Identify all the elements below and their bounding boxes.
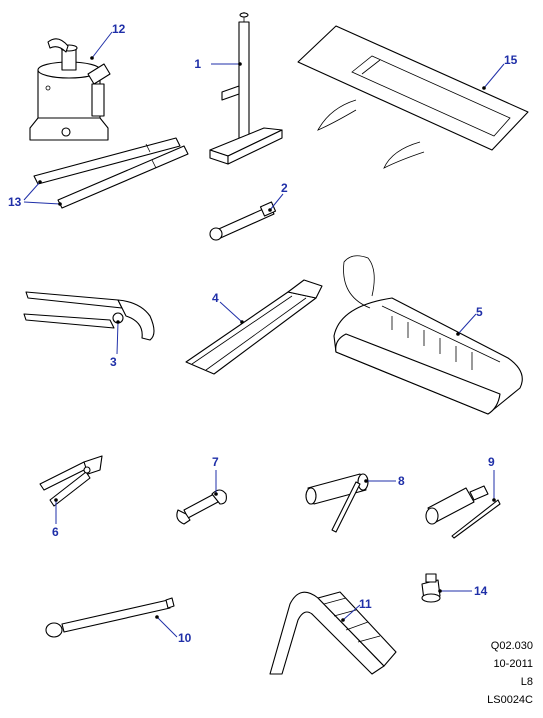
callout-labels: 1 2 3 4 5 6 7 8 9 10 11 12 13 14 15 [8, 22, 518, 645]
part-13-jack-handle [33, 137, 189, 209]
callout-2: 2 [281, 181, 288, 195]
callout-13: 13 [8, 195, 22, 209]
callout-9: 9 [488, 455, 495, 469]
callout-5: 5 [476, 305, 483, 319]
part-3-pump-pliers [23, 291, 155, 341]
part-9-screwdriver [425, 485, 501, 539]
leader-lines [23, 31, 505, 638]
callout-11: 11 [359, 597, 372, 611]
part-15-tool-roll [297, 25, 529, 169]
callout-8: 8 [398, 474, 405, 488]
reference-date: 10-2011 [493, 658, 533, 670]
part-11-wheel-chock [269, 591, 397, 675]
reference-drawing: LS0024C [487, 694, 533, 706]
part-4-pouch [185, 279, 323, 375]
callout-1: 1 [194, 57, 201, 71]
part-7-spanner [176, 489, 227, 525]
callout-12: 12 [112, 22, 126, 36]
callout-3: 3 [110, 355, 117, 369]
callout-6: 6 [52, 525, 59, 539]
part-14-adaptor [421, 573, 441, 603]
callout-15: 15 [504, 53, 518, 67]
part-12-jack [29, 38, 111, 141]
callout-14: 14 [474, 584, 488, 598]
reference-model: L8 [520, 676, 533, 688]
part-1-jack-stand [209, 12, 283, 165]
reference-code: Q02.030 [490, 640, 533, 652]
callout-7: 7 [212, 455, 219, 469]
callout-4: 4 [212, 291, 219, 305]
part-2-wrench [209, 201, 277, 241]
callout-10: 10 [178, 631, 192, 645]
part-10-wheel-brace [45, 597, 175, 638]
part-5-tool-kit-roll [333, 255, 523, 415]
part-8-box-spanner [305, 473, 369, 533]
part-6-pliers [39, 455, 103, 507]
